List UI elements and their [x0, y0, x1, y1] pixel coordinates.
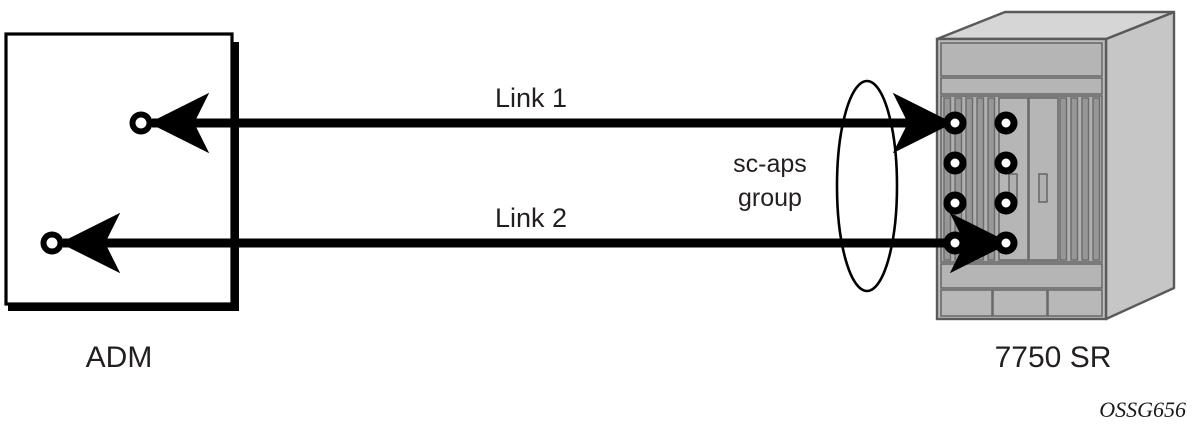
chassis-band-lower [940, 263, 1103, 289]
chassis-control-cards [998, 97, 1059, 261]
sc-aps-group-ellipse [835, 79, 899, 293]
link-1-adm-port [129, 111, 153, 135]
adm-box-icon [4, 32, 239, 311]
link-1[interactable] [129, 92, 954, 154]
chassis-upper-panel [940, 42, 1103, 77]
router-chassis-icon [935, 10, 1176, 321]
port-r3c2[interactable] [994, 191, 1018, 215]
sr-node-label: 7750 SR [995, 341, 1112, 374]
sc-aps-group-label-line1: sc-aps [733, 150, 807, 178]
port-r2c2[interactable] [994, 151, 1018, 175]
port-r1c1[interactable] [943, 111, 967, 135]
link-2-adm-port [40, 231, 64, 255]
chassis-band-upper [940, 77, 1103, 95]
card-handle-icon [1038, 173, 1048, 203]
sc-aps-group-label-line2: group [738, 184, 802, 212]
port-r4c1[interactable] [943, 231, 967, 255]
chassis-ports [943, 111, 1018, 255]
adm-node-label: ADM [86, 341, 153, 374]
link-1-label: Link 1 [495, 83, 567, 113]
figure-caption: OSSG656 [1099, 397, 1186, 422]
adm-box-body [4, 32, 234, 306]
chassis-side-face [1104, 10, 1176, 321]
port-r3c1[interactable] [943, 191, 967, 215]
link-2-label: Link 2 [495, 203, 567, 233]
port-r2c1[interactable] [943, 151, 967, 175]
chassis-fan-trays [940, 289, 1103, 317]
port-r1c2[interactable] [994, 111, 1018, 135]
port-r4c2[interactable] [994, 231, 1018, 255]
chassis-line-cards-right [1059, 97, 1101, 261]
